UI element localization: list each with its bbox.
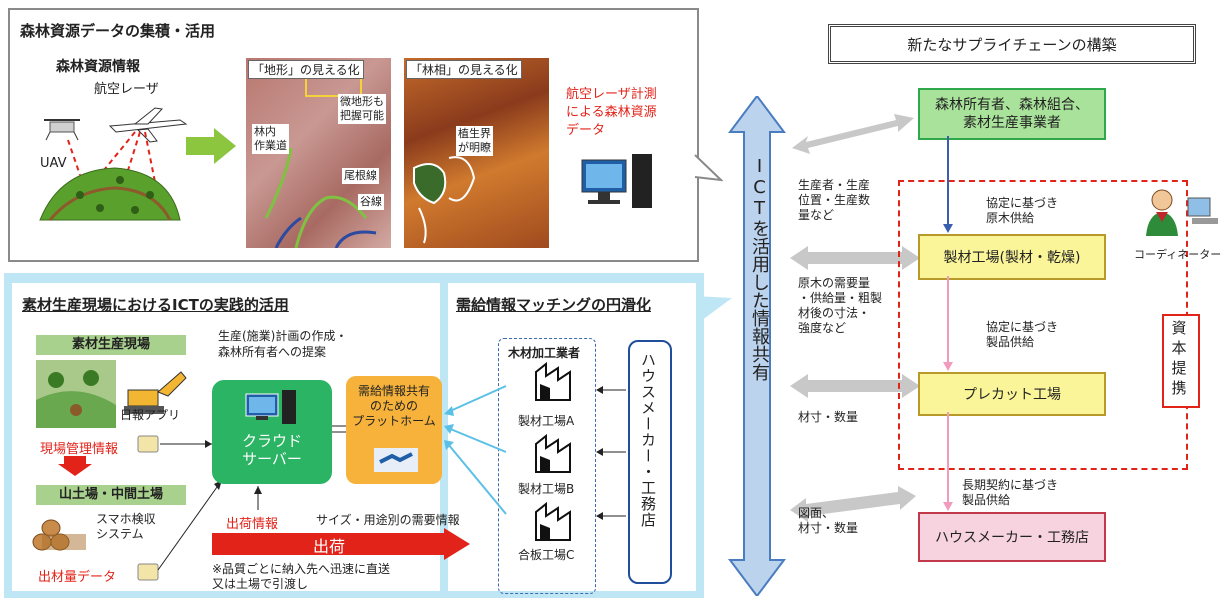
house-maker-box: [628, 340, 672, 584]
supply-label-2: 協定に基づき 製品供給: [986, 320, 1059, 349]
site-illustration: [36, 360, 187, 428]
matching-title: 需給情報マッチングの円滑化: [456, 296, 652, 314]
demand-info-right-label: 原木の需要量 ・供給量・粗製 材後の寸法・ 強度など: [798, 276, 883, 335]
capital-label: 資本 提携: [1171, 319, 1187, 397]
forest-hill-icon: [39, 167, 181, 221]
aerial-laser-label: 航空レーザ: [94, 82, 159, 97]
processors-box: [498, 338, 596, 594]
precut-node: プレカット工場: [918, 372, 1106, 416]
supply-label-1: 協定に基づき 原木供給: [986, 196, 1059, 225]
laser-data-label: 航空レーザ計測 による森林資源 データ: [566, 87, 657, 138]
ict-double-arrow: [728, 96, 786, 596]
handshake-icon: [374, 448, 418, 472]
forest-data-title: 森林資源データの集積・活用: [20, 22, 216, 40]
forest-road-label: 林内 作業道: [252, 124, 289, 154]
producer-info-label: 生産者・生産 位置・生産数 量など: [798, 178, 871, 222]
coordinator-label: コーディネーター: [1134, 248, 1222, 261]
green-arrow-icon: [186, 128, 236, 164]
house-node: ハウスメーカー・工務店: [918, 512, 1106, 562]
demand-info-label: サイズ・用途別の需要情報: [316, 513, 460, 527]
drone-icon: [44, 119, 80, 141]
capital-box: [1162, 314, 1200, 408]
size-qty-label: 材寸・数量: [798, 410, 859, 424]
airplane-icon: [108, 107, 188, 143]
ict-field-title: 素材生産現場におけるICTの実践的活用: [22, 296, 289, 314]
drawing-label: 図面、 材寸・数量: [798, 506, 859, 535]
quality-note: ※品質ごとに納入先へ迅速に直送 又は土場で引渡し: [212, 562, 391, 591]
sawmill-node: 製材工場(製材・乾燥): [918, 234, 1106, 280]
micro-terrain-label: 微地形も 把握可能: [338, 94, 386, 124]
computer-icon: [581, 154, 652, 208]
plywood-c-label: 合板工場C: [518, 548, 575, 562]
tablet-icon-2: [137, 563, 159, 581]
excavator-icon: [124, 371, 187, 414]
valley-label: 谷線: [358, 194, 384, 210]
supply-label-3: 長期契約に基づき 製品供給: [962, 478, 1059, 507]
tablet-icon: [137, 435, 159, 453]
mill-a-label: 製材工場A: [518, 414, 575, 428]
site-info-label: 現場管理情報: [40, 442, 119, 457]
yard-box: 山土場・中間土場: [36, 485, 186, 505]
forest-owner-node: 森林所有者、森林組合、 素材生産事業者: [918, 88, 1106, 140]
server-computer-icon: [245, 390, 296, 424]
house-maker-label: ハウスメーカー・工務店: [639, 352, 657, 528]
site-box: 素材生産現場: [36, 335, 186, 355]
ict-label-text: ICTを活用した情報共有: [749, 156, 770, 381]
cloud-server-label: クラウド サーバー: [241, 432, 302, 468]
output-data-label: 出材量データ: [38, 570, 117, 585]
daily-app-label: 日報アプリ: [120, 408, 181, 422]
ict-label: ICTを活用した情報共有: [746, 156, 772, 546]
resource-info-label: 森林資源情報: [56, 59, 140, 75]
vegetation-boundary-label: 植生界 が明瞭: [456, 126, 493, 156]
vegetation-boundary-lines: [413, 156, 476, 244]
forest-label: 「林相」の見える化: [406, 60, 522, 79]
uav-label: UAV: [40, 156, 67, 171]
terrain-label: 「地形」の見える化: [248, 60, 364, 79]
red-down-arrow: [58, 456, 92, 476]
coordinator-icon: [1146, 189, 1218, 236]
processors-label: 木材加工業者: [508, 346, 581, 360]
smartphone-label: スマホ検収 システム: [96, 512, 156, 541]
ridge-label: 尾根線: [342, 168, 379, 184]
bubble-tail: [694, 154, 723, 182]
mill-b-label: 製材工場B: [518, 482, 575, 496]
supply-chain-title: 新たなサプライチェーンの構築: [828, 24, 1196, 64]
shipment-arrow-label: 出荷: [312, 537, 345, 556]
bubble-tail-blue: [694, 296, 732, 326]
plan-label: 生産(施業)計画の作成・ 森林所有者への提案: [218, 329, 348, 359]
logs-icon: [32, 519, 86, 551]
platform-label: 需給情報共有 のための プラットホーム: [352, 384, 436, 428]
factory-c-icon: [535, 501, 571, 541]
factories: [535, 361, 571, 541]
shipment-info-label: 出荷情報: [226, 517, 279, 532]
shipment-arrow: [212, 528, 470, 560]
factory-a-icon: [535, 361, 571, 401]
aerial-survey-illustration: [39, 107, 188, 221]
factory-b-icon: [535, 433, 571, 473]
